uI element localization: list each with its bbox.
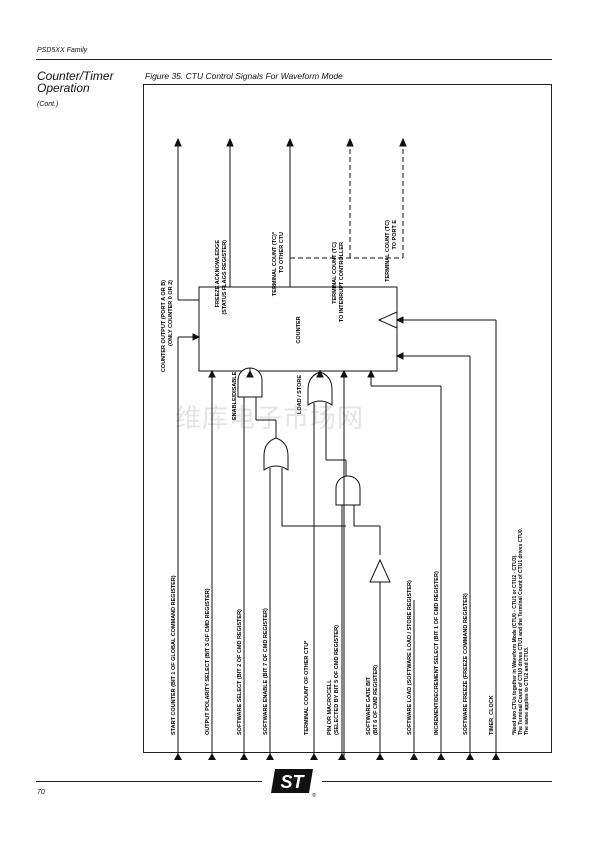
watermark: 维库电子市场网 <box>175 404 365 434</box>
footer-rule-right <box>322 781 552 782</box>
out-label-1b: (ONLY COUNTER 0 OR 2) <box>168 280 174 346</box>
out-label-5b: TO PORT E <box>392 220 398 250</box>
out-label-4b: TO INTERRUPT CONTROLLER <box>339 242 345 322</box>
or-gate-1 <box>263 437 289 471</box>
in-label-6b: (BIT 6 OF CMD REGISTER) <box>373 665 379 735</box>
in-label-10: TIMER_CLOCK <box>489 695 495 735</box>
out-label-2a: FREEZE ACKNOWLEDGE <box>215 240 221 308</box>
or-gate-load <box>307 371 333 406</box>
in-label-5b: (SELECTED BY BIT 5 OF CMD REGISTER) <box>334 625 340 735</box>
figure-caption: Figure 35. CTU Control Signals For Wavef… <box>145 71 343 81</box>
enable-disable-label: ENABLE/DISABLE <box>232 371 238 420</box>
svg-text:ST: ST <box>280 772 305 792</box>
in-label-3: SOFTWARE ENABLE (BIT 7 OF CMD REGISTER) <box>263 608 269 735</box>
out-label-1a: COUNTER OUTPUT (PORT A OR B) <box>161 280 167 372</box>
in-label-7: SOFTWARE LOAD (SOFTWARE LOAD / STORE REG… <box>407 580 413 735</box>
in-label-0: START COUNTER (BIT 1 OF GLOBAL COMMAND R… <box>171 575 177 735</box>
footer-rule-left <box>36 781 262 782</box>
st-logo: ST ® <box>269 766 317 799</box>
footnote-2: The Terminal Count of CTU0 drives CTU1 a… <box>518 527 524 735</box>
in-label-2: SOFTWARE SELECT (BIT 2 OF CMD REGISTER) <box>237 609 243 735</box>
and-gate-gate <box>335 475 361 506</box>
counter-block <box>198 286 398 372</box>
clock-triangle <box>377 311 398 329</box>
in-label-5a: PIN OR MACROCELL <box>327 679 333 735</box>
and-gate-enable <box>237 367 263 398</box>
in-label-9: SOFTWARE FREEZE (FREEZE COMMAND REGISTER… <box>463 593 469 735</box>
svg-text:®: ® <box>312 792 316 798</box>
in-label-6a: SOFTWARE GATE BIT <box>366 676 372 735</box>
footnote-1: *Need two CTUs together in Waveform Mode… <box>512 554 518 735</box>
out-label-3a: TERMINAL COUNT (TC)* <box>272 231 278 296</box>
counter-label: COUNTER <box>296 316 302 343</box>
out-label-5a: TERMINAL COUNT (TC) <box>385 220 391 282</box>
page-number: 70 <box>37 789 45 796</box>
figure-frame <box>143 84 552 753</box>
load-store-label: LOAD / STORE <box>297 375 303 414</box>
section-title: Counter/Timer Operation <box>37 69 114 95</box>
in-label-4: TERMINAL COUNT OF OTHER CTU* <box>304 640 310 735</box>
out-label-4a: TERMINAL COUNT (TC) <box>332 242 338 304</box>
footnote-3: The same applies to CTU2 and CTU3. <box>524 646 530 735</box>
section-cont: (Cont.) <box>37 101 59 108</box>
out-label-2b: (STATUS FLAGS REGISTER) <box>222 240 228 315</box>
header-rule <box>36 59 552 60</box>
doc-family-header: PSD5XX Family <box>37 47 88 54</box>
buffer-triangle <box>369 558 391 583</box>
out-label-3b: TO OTHER CTU <box>279 232 285 273</box>
in-label-8: INCREMENT/DECREMENT SELECT (BIT 1 OF CMD… <box>434 571 440 735</box>
in-label-1: OUTPUT POLARITY SELECT (BIT 3 OF CMD REG… <box>205 588 211 735</box>
